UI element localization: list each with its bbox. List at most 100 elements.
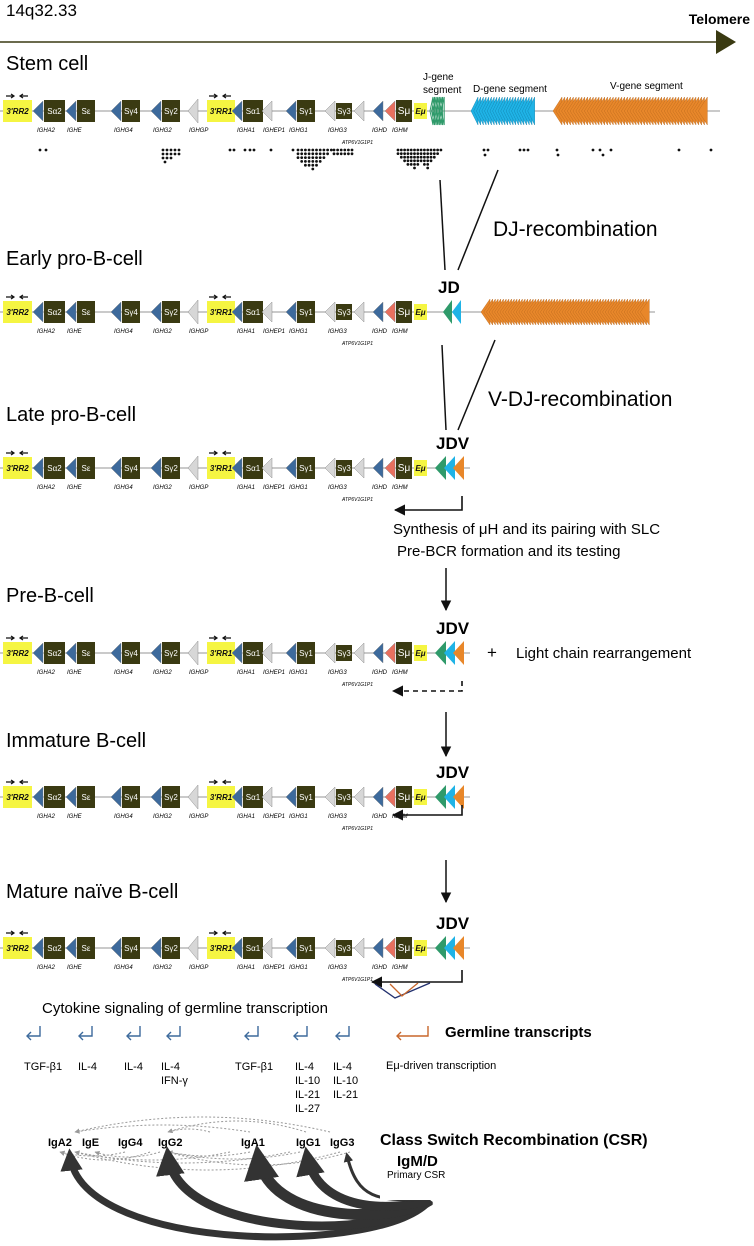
primary-csr-mask: [380, 1180, 468, 1200]
dot: [419, 159, 423, 163]
gene-label: IGHG3: [328, 329, 347, 335]
switch-region-box: [243, 642, 263, 664]
v-gene-stripe: [640, 298, 650, 326]
dot: [300, 160, 304, 163]
gene-triangle: [285, 786, 297, 808]
switch-label: Sα2: [47, 944, 62, 953]
gene-triangle: [324, 457, 336, 479]
dot: [518, 148, 522, 152]
switch-region-box: [3, 301, 32, 323]
gene-label: IGHG1: [289, 128, 308, 134]
switch-region-box: [243, 937, 263, 959]
sequential-csr-arc: [167, 1128, 211, 1134]
gene-triangle: [150, 786, 162, 808]
gene-label: IGHA1: [237, 965, 255, 971]
csr-title: Class Switch Recombination (CSR): [380, 1132, 648, 1149]
dot: [336, 148, 339, 152]
germline-transcript-icon: [167, 1026, 181, 1037]
d-segment-triangle: [444, 936, 455, 960]
switch-region-box: [414, 940, 427, 956]
gene-label: IGHE: [67, 485, 83, 491]
dot: [486, 148, 490, 152]
germline-transcripts-label: Germline transcripts: [445, 1024, 592, 1041]
j-segment-triangle: [435, 936, 446, 960]
gene-triangle: [65, 786, 77, 808]
dot: [396, 152, 400, 156]
gene-triangle: [32, 642, 44, 664]
j-gene-stripe: [439, 96, 444, 126]
switch-label: Sα1: [246, 308, 261, 317]
gene-label: IGHGP: [189, 814, 208, 820]
gene-label: ATP6V1G1P1: [341, 497, 373, 503]
switch-region-box: [396, 786, 412, 808]
switch-region-box: [207, 457, 235, 479]
dot: [406, 155, 410, 159]
dot: [399, 155, 403, 159]
dot: [601, 153, 605, 157]
dot: [419, 152, 423, 156]
dot: [336, 152, 339, 156]
gene-label: IGHGP: [189, 965, 208, 971]
switch-label: Sε: [82, 308, 91, 317]
dot: [169, 152, 173, 156]
dot: [399, 152, 403, 156]
dot: [304, 160, 307, 163]
dot: [419, 155, 423, 159]
dot: [311, 152, 315, 156]
dot: [173, 152, 177, 156]
dot: [406, 152, 410, 156]
dot: [439, 148, 443, 152]
switch-label: Sγ1: [299, 793, 313, 802]
gene-label: IGHG3: [328, 670, 347, 676]
j-segment-triangle: [435, 641, 446, 665]
j-gene-stripe: [440, 96, 445, 126]
switch-region-box: [122, 457, 140, 479]
switch-label: Sγ4: [124, 793, 138, 802]
primer-arrow-icon: [221, 930, 231, 936]
cytokine-label: IL-4: [124, 1061, 143, 1073]
dot: [169, 156, 173, 160]
primer-arrow-icon: [6, 930, 16, 936]
gene-label: IGHG4: [114, 965, 133, 971]
gene-triangle: [353, 786, 365, 808]
switch-region-box: [3, 937, 32, 959]
switch-region-box: [162, 301, 180, 323]
dj-recombination-label: DJ-recombination: [493, 218, 658, 241]
switch-label: 3'RR2: [6, 464, 29, 473]
primer-arrow-icon: [6, 294, 16, 300]
dot: [315, 160, 318, 163]
gene-label: IGHA1: [237, 814, 255, 820]
gene-label: IGHG3: [328, 965, 347, 971]
switch-label: 3'RR1: [210, 464, 233, 473]
dot: [423, 163, 426, 166]
igm-d-label: IgM/D: [397, 1153, 438, 1170]
cytokine-label: IL-21: [295, 1089, 320, 1101]
gene-label: IGHG3: [328, 128, 347, 134]
switch-region-box: [162, 457, 180, 479]
gene-triangle: [324, 642, 336, 664]
switch-label: Sγ1: [299, 649, 313, 658]
gene-label: IGHA2: [37, 965, 56, 971]
switch-label: Eμ: [415, 649, 425, 658]
dot: [399, 148, 403, 152]
gene-triangle: [384, 301, 396, 323]
dot: [318, 156, 322, 160]
gene-label: IGHEP1: [263, 329, 285, 335]
switch-region-box: [3, 786, 32, 808]
gene-label: IGHE: [67, 128, 83, 134]
gene-triangle: [65, 100, 77, 122]
switch-region-box: [243, 100, 263, 122]
dot: [161, 152, 165, 156]
v-segment-triangle: [453, 936, 464, 960]
primary-csr-arrow: [296, 1146, 432, 1211]
gene-label: IGHG1: [289, 485, 308, 491]
gene-label: IGHD: [372, 670, 388, 676]
stage-title: Late pro-B-cell: [6, 404, 136, 426]
dashed-transcription-arrow: [391, 681, 463, 697]
gene-label: IGHM: [392, 965, 408, 971]
gene-triangle: [65, 937, 77, 959]
transcription-arrow-late-pro: [393, 496, 463, 516]
dot: [307, 156, 311, 160]
